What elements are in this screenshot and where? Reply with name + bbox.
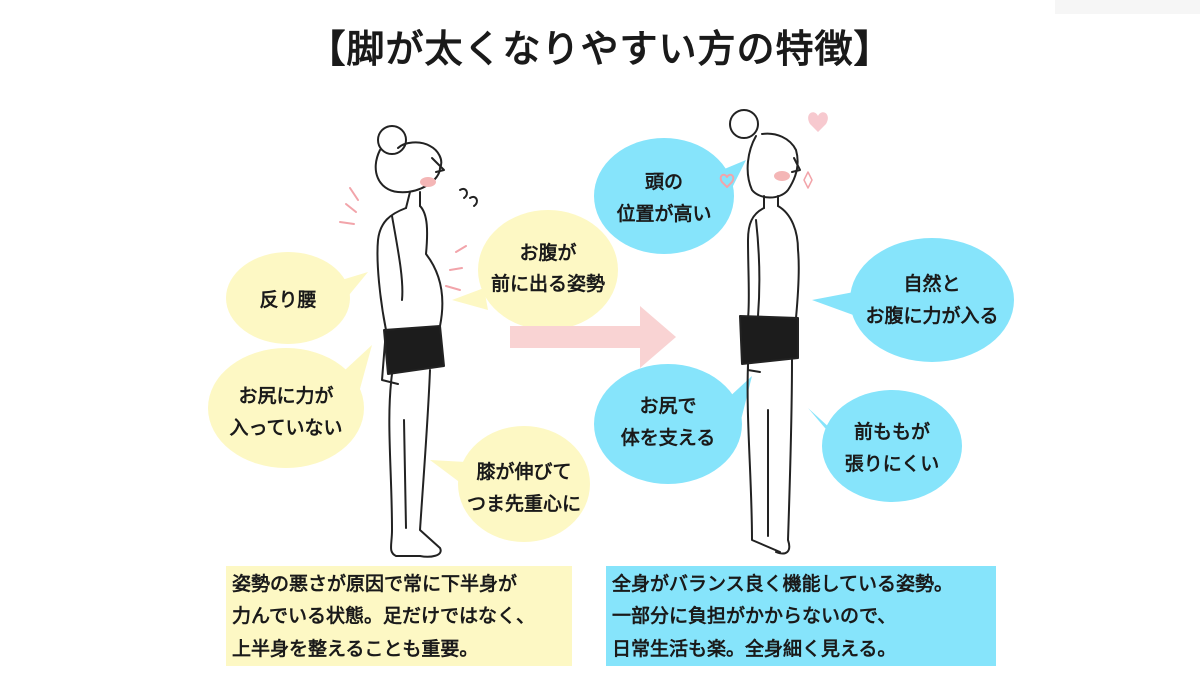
bubble-mae xyxy=(822,390,962,502)
label-hiza-2: つま先重心に xyxy=(467,492,581,515)
label-onaka-2: 前に出る姿勢 xyxy=(491,272,605,295)
label-oshiri-1: お尻に力が xyxy=(238,384,333,407)
label-atama-1: 頭の xyxy=(645,171,683,193)
bubble-oshiri-right xyxy=(594,364,742,484)
label-oshiri-right-2: 体を支える xyxy=(621,426,715,449)
label-shizen-2: お腹に力が入る xyxy=(865,304,998,327)
bubble-hiza xyxy=(458,426,590,542)
label-atama-2: 位置が高い xyxy=(616,202,711,225)
left-caption-line: 力んでいる状態。足だけではなく、 xyxy=(232,605,536,628)
right-caption-line: 日常生活も楽。全身細く見える。 xyxy=(612,637,897,660)
right-caption-box: 全身がバランス良く機能している姿勢。 一部分に負担がかからないので、 日常生活も… xyxy=(606,566,996,666)
label-shizen-1: 自然と xyxy=(903,272,960,295)
bubble-onaka xyxy=(478,210,618,330)
left-figure xyxy=(339,125,478,558)
left-caption-line: 上半身を整えることも重要。 xyxy=(232,637,479,660)
label-sori-goshi: 反り腰 xyxy=(259,289,316,311)
label-onaka-1: お腹が xyxy=(519,241,576,264)
right-figure xyxy=(719,109,828,555)
left-caption-line: 姿勢の悪さが原因で常に下半身が xyxy=(232,573,518,595)
bubble-atama xyxy=(594,138,734,254)
label-mae-1: 前ももが xyxy=(854,420,930,443)
right-caption-line: 一部分に負担がかからないので、 xyxy=(612,605,897,628)
label-oshiri-2: 入っていない xyxy=(229,417,342,439)
right-caption-line: 全身がバランス良く機能している姿勢。 xyxy=(612,573,954,595)
blue-bubbles xyxy=(594,138,1014,502)
bubble-oshiri xyxy=(208,348,364,468)
yellow-bubbles xyxy=(208,210,618,542)
bubble-labels: 反り腰 お腹が 前に出る姿勢 お尻に力が 入っていない 膝が伸びて つま先重心に… xyxy=(229,171,998,515)
top-right-corner-tab xyxy=(1055,0,1200,14)
page-title: 【脚が太くなりやすい方の特徴】 xyxy=(307,27,893,71)
label-oshiri-right-1: お尻で xyxy=(639,395,696,417)
left-caption-box: 姿勢の悪さが原因で常に下半身が 力んでいる状態。足だけではなく、 上半身を整える… xyxy=(226,566,572,666)
label-hiza-1: 膝が伸びて xyxy=(476,460,571,483)
bubble-shizen xyxy=(850,238,1014,362)
transition-arrow xyxy=(510,306,676,368)
bubble-sori-goshi xyxy=(226,252,350,344)
label-mae-2: 張りにくい xyxy=(845,453,940,475)
